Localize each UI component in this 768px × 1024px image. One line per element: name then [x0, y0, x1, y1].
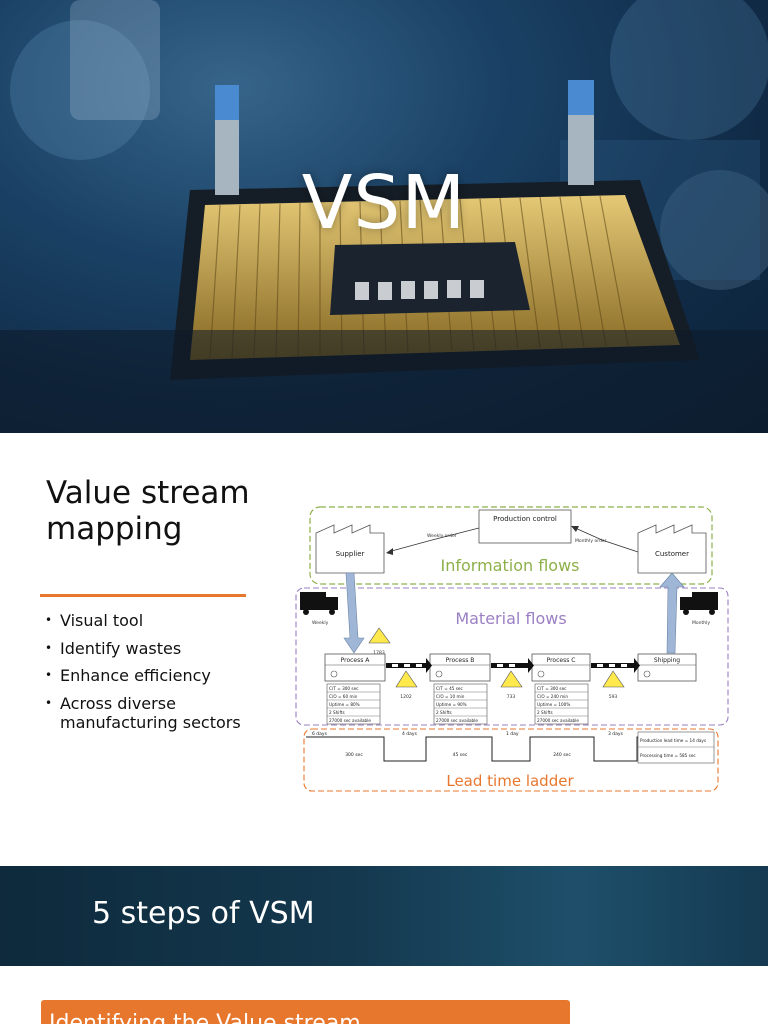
bullet-item: •Visual tool	[45, 611, 144, 630]
slide-title: Value stream mapping	[46, 475, 250, 547]
shipping-label: Shipping	[654, 657, 680, 664]
title-underline	[40, 594, 246, 597]
information-flows-label: Information flows	[441, 556, 580, 575]
bullet-icon: •	[45, 695, 53, 710]
step-bar: Identifying the Value stream	[41, 1000, 570, 1024]
process-a-data-box: C/T = 300 sec C/O = 60 min Uptime = 80% …	[326, 683, 381, 725]
inventory-value: 1783	[373, 650, 385, 656]
svg-text:2 Shifts: 2 Shifts	[537, 710, 553, 715]
weekly-label: Weekly	[312, 620, 329, 626]
monthly-order-label: Monthly order	[575, 538, 607, 544]
svg-text:2 Shifts: 2 Shifts	[329, 710, 345, 715]
svg-text:45 sec: 45 sec	[453, 752, 468, 758]
production-control-box	[478, 509, 572, 544]
supplier-label: Supplier	[336, 550, 365, 558]
lead-time-summary-box: Production lead time = 14 days Processin…	[637, 731, 715, 764]
monthly-label: Monthly	[692, 620, 710, 626]
inventory-triangle-icon	[500, 670, 523, 688]
process-b-box: Process B	[429, 653, 491, 682]
vsm-definition-slide: Value stream mapping •Visual tool •Ident…	[0, 433, 768, 866]
svg-text:C/T = 300 sec: C/T = 300 sec	[537, 686, 567, 691]
svg-text:3 days: 3 days	[608, 731, 624, 737]
hero-slide: VSM	[0, 0, 768, 433]
svg-text:27000 sec available: 27000 sec available	[537, 718, 579, 723]
circuit-board-image	[0, 0, 768, 433]
process-c-box: Process C	[531, 653, 591, 682]
push-arrow-c-shipping	[591, 658, 640, 673]
process-b-label: Process B	[446, 657, 475, 664]
process-c-data-box: C/T = 300 sec C/O = 240 min Uptime = 100…	[534, 683, 589, 725]
push-arrow-a-b	[386, 658, 432, 673]
svg-text:27000 sec available: 27000 sec available	[436, 718, 478, 723]
svg-text:C/O = 240 min: C/O = 240 min	[537, 694, 568, 699]
svg-text:1 day: 1 day	[506, 731, 519, 737]
material-flows-label: Material flows	[455, 609, 566, 628]
process-c-label: Process C	[547, 657, 576, 664]
shipping-box: Shipping	[637, 653, 697, 682]
svg-text:Uptime = 80%: Uptime = 80%	[329, 702, 360, 707]
svg-text:Uptime = 90%: Uptime = 90%	[436, 702, 467, 707]
hero-title: VSM	[301, 160, 467, 246]
bullet-item: •Across diverse manufacturing sectors	[45, 693, 241, 733]
lead-time-ladder-region	[303, 728, 719, 792]
material-flows-region	[295, 587, 729, 726]
inventory-triangle-icon	[602, 670, 625, 688]
supplier-to-a-arrow	[343, 572, 365, 654]
customer-label: Customer	[655, 550, 689, 558]
svg-text:240 sec: 240 sec	[553, 752, 571, 758]
svg-text:C/T = 300 sec: C/T = 300 sec	[329, 686, 359, 691]
bullet-item: •Enhance efficiency	[45, 666, 211, 685]
production-control-label: Production control	[493, 515, 557, 523]
step-label: Identifying the Value stream	[49, 1011, 361, 1024]
svg-text:C/O = 10 min: C/O = 10 min	[436, 694, 465, 699]
lead-time-ladder-label: Lead time ladder	[446, 772, 574, 790]
inventory-triangle-icon	[368, 627, 391, 644]
bullet-icon: •	[45, 613, 53, 627]
supplier-icon	[315, 524, 385, 574]
bullet-icon: •	[45, 640, 53, 655]
process-a-label: Process A	[341, 657, 371, 664]
steps-detail-slide: Identifying the Value stream	[0, 966, 768, 1024]
svg-text:300 sec: 300 sec	[345, 752, 363, 758]
inventory-value: 593	[609, 694, 618, 700]
svg-text:Production lead time = 14 days: Production lead time = 14 days	[640, 738, 706, 743]
push-arrow-b-c	[491, 658, 534, 673]
svg-text:6 days: 6 days	[312, 731, 328, 737]
bullet-icon: •	[45, 668, 53, 682]
inventory-value: 1202	[400, 694, 412, 700]
customer-truck-icon	[680, 592, 718, 615]
svg-text:C/O = 60 min: C/O = 60 min	[329, 694, 358, 699]
svg-text:4 days: 4 days	[402, 731, 418, 737]
svg-text:Uptime = 100%: Uptime = 100%	[537, 702, 570, 707]
process-b-data-box: C/T = 45 sec C/O = 10 min Uptime = 90% 2…	[433, 683, 488, 725]
shipping-to-customer-arrow	[659, 572, 685, 654]
svg-text:C/T = 45 sec: C/T = 45 sec	[436, 686, 463, 691]
svg-text:2 Shifts: 2 Shifts	[436, 710, 452, 715]
bullet-item: •Identify wastes	[45, 638, 182, 658]
process-a-box: Process A	[324, 653, 386, 682]
vsm-diagram: Production control Supplier Customer Wee…	[295, 506, 729, 792]
section-title: 5 steps of VSM	[92, 896, 315, 931]
inventory-value: 733	[507, 694, 516, 700]
lead-time-ladder-line	[306, 736, 712, 762]
bullet-list: •Visual tool •Identify wastes •Enhance e…	[44, 611, 254, 741]
inventory-triangle-icon	[395, 670, 418, 688]
svg-text:27000 sec available: 27000 sec available	[329, 718, 371, 723]
svg-text:Processing time = 585 sec: Processing time = 585 sec	[640, 753, 696, 758]
supplier-truck-icon	[300, 592, 338, 615]
steps-title-slide: 5 steps of VSM	[0, 866, 768, 966]
customer-icon	[637, 524, 707, 574]
information-flows-region	[309, 506, 713, 585]
weekly-order-label: Weekly order	[427, 533, 457, 539]
